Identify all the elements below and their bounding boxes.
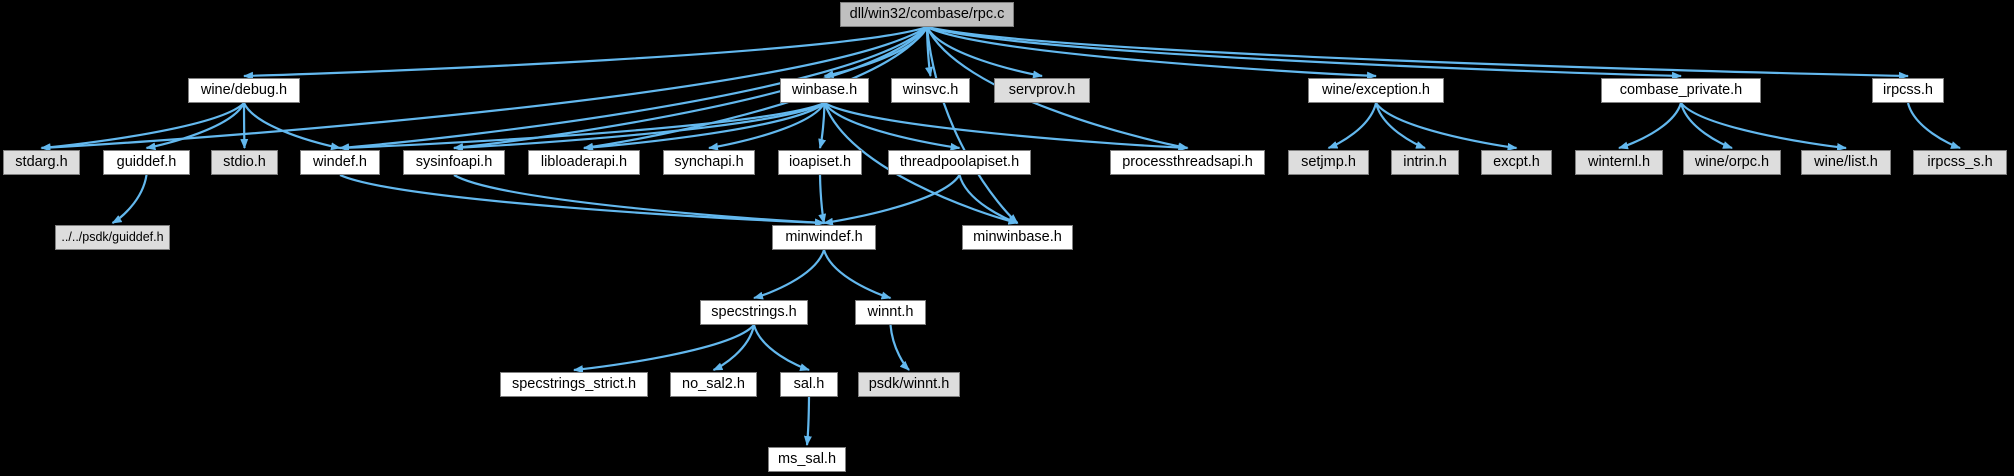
- graph-edge-winnt-to-psdk_winnt: [889, 324, 910, 371]
- graph-edge-minwindef-to-specstrings: [753, 249, 826, 300]
- graph-node-root[interactable]: dll/win32/combase/rpc.c: [840, 2, 1014, 27]
- graph-edge-irpcss-to-irpcss_s: [1906, 102, 1961, 150]
- graph-node-sysinfoapi[interactable]: sysinfoapi.h: [403, 150, 505, 175]
- graph-node-specstrings_strict[interactable]: specstrings_strict.h: [500, 372, 648, 397]
- graph-edge-root-to-windef: [339, 26, 928, 152]
- graph-edge-wine_debug-to-windef: [243, 102, 341, 151]
- graph-edge-root-to-combase_private: [926, 25, 1682, 80]
- graph-edge-combase_private-to-winternl: [1618, 102, 1683, 150]
- graph-edge-combase_private-to-wine_orpc: [1679, 102, 1733, 150]
- graph-edge-specstrings-to-no_sal2: [712, 324, 756, 372]
- graph-edge-winbase-to-threadpoolapiset: [823, 102, 961, 151]
- graph-edge-specstrings-to-specstrings_strict: [573, 324, 755, 374]
- graph-node-stdio[interactable]: stdio.h: [211, 150, 278, 175]
- graph-node-minwindef[interactable]: minwindef.h: [772, 225, 876, 250]
- graph-edge-threadpoolapiset-to-minwinbase: [958, 174, 1019, 225]
- graph-edge-winbase-to-libloaderapi: [583, 102, 826, 152]
- graph-node-intrin[interactable]: intrin.h: [1391, 150, 1459, 175]
- graph-edge-wine_exception-to-excpt: [1375, 102, 1518, 151]
- graph-edge-wine_exception-to-intrin: [1374, 102, 1426, 150]
- graph-edge-guiddef-to-psdk_guiddef: [111, 174, 148, 224]
- graph-node-minwinbase[interactable]: minwinbase.h: [962, 225, 1073, 250]
- graph-edge-root-to-servprov: [926, 26, 1043, 79]
- graph-edge-wine_debug-to-stdarg: [40, 102, 245, 152]
- graph-edge-winbase-to-ioapiset: [818, 102, 827, 149]
- graph-node-no_sal2[interactable]: no_sal2.h: [670, 372, 757, 397]
- graph-node-excpt[interactable]: excpt.h: [1481, 150, 1552, 175]
- graph-edge-winbase-to-synchapi: [708, 102, 826, 151]
- graph-edge-minwindef-to-winnt: [822, 249, 892, 300]
- graph-edge-specstrings-to-sal: [752, 324, 810, 372]
- graph-node-processthreadsapi[interactable]: processthreadsapi.h: [1110, 150, 1265, 175]
- graph-node-sal[interactable]: sal.h: [780, 372, 838, 397]
- graph-edge-threadpoolapiset-to-minwindef: [823, 174, 961, 226]
- graph-edge-wine_debug-to-stdio: [240, 102, 249, 149]
- graph-node-winternl[interactable]: winternl.h: [1575, 150, 1663, 175]
- graph-edge-sal-to-ms_sal: [803, 396, 812, 446]
- graph-edge-root-to-wine_exception: [926, 26, 1377, 80]
- graph-node-combase_private[interactable]: combase_private.h: [1601, 78, 1761, 103]
- graph-node-wine_list[interactable]: wine/list.h: [1801, 150, 1891, 175]
- graph-node-threadpoolapiset[interactable]: threadpoolapiset.h: [888, 150, 1031, 175]
- graph-node-specstrings[interactable]: specstrings.h: [700, 300, 808, 325]
- graph-node-synchapi[interactable]: synchapi.h: [663, 150, 755, 175]
- graph-node-winnt[interactable]: winnt.h: [855, 300, 926, 325]
- graph-edge-wine_exception-to-setjmp: [1327, 102, 1378, 150]
- graph-node-guiddef[interactable]: guiddef.h: [103, 150, 190, 175]
- graph-node-winsvc[interactable]: winsvc.h: [891, 78, 970, 103]
- graph-node-psdk_guiddef[interactable]: ../../psdk/guiddef.h: [55, 225, 170, 250]
- graph-node-setjmp[interactable]: setjmp.h: [1288, 150, 1369, 175]
- graph-node-wine_exception[interactable]: wine/exception.h: [1308, 78, 1444, 103]
- graph-edge-winbase-to-processthreadsapi: [823, 102, 1189, 152]
- graph-edge-ioapiset-to-minwindef: [818, 174, 827, 224]
- graph-edge-combase_private-to-wine_list: [1680, 102, 1847, 151]
- graph-edge-root-to-processthreadsapi: [926, 26, 1189, 151]
- graph-edge-sysinfoapi-to-minwindef: [453, 174, 825, 227]
- graph-edge-root-to-sysinfoapi: [453, 26, 928, 152]
- graph-node-wine_debug[interactable]: wine/debug.h: [188, 78, 300, 103]
- graph-edge-root-to-stdarg: [40, 26, 928, 152]
- graph-node-ms_sal[interactable]: ms_sal.h: [768, 447, 846, 472]
- graph-edge-root-to-libloaderapi: [583, 26, 928, 151]
- graph-node-irpcss_s[interactable]: irpcss_s.h: [1913, 150, 2007, 175]
- graph-edge-root-to-wine_debug: [243, 25, 928, 80]
- graph-edge-windef-to-minwindef: [339, 173, 825, 227]
- graph-node-irpcss[interactable]: irpcss.h: [1872, 78, 1944, 103]
- graph-edge-winbase-to-windef: [339, 101, 825, 152]
- graph-node-ioapiset[interactable]: ioapiset.h: [778, 150, 862, 175]
- graph-node-psdk_winnt[interactable]: psdk/winnt.h: [858, 372, 960, 397]
- graph-node-libloaderapi[interactable]: libloaderapi.h: [528, 150, 640, 175]
- graph-node-wine_orpc[interactable]: wine/orpc.h: [1683, 150, 1781, 175]
- graph-node-winbase[interactable]: winbase.h: [780, 78, 869, 103]
- graph-node-windef[interactable]: windef.h: [300, 150, 380, 175]
- graph-edge-wine_debug-to-guiddef: [145, 102, 245, 151]
- graph-edge-winbase-to-sysinfoapi: [453, 102, 826, 152]
- graph-edge-root-to-irpcss: [926, 25, 1909, 80]
- graph-edge-winbase-to-minwinbase: [823, 102, 1019, 225]
- graph-node-servprov[interactable]: servprov.h: [994, 78, 1090, 103]
- graph-node-stdarg[interactable]: stdarg.h: [3, 150, 80, 175]
